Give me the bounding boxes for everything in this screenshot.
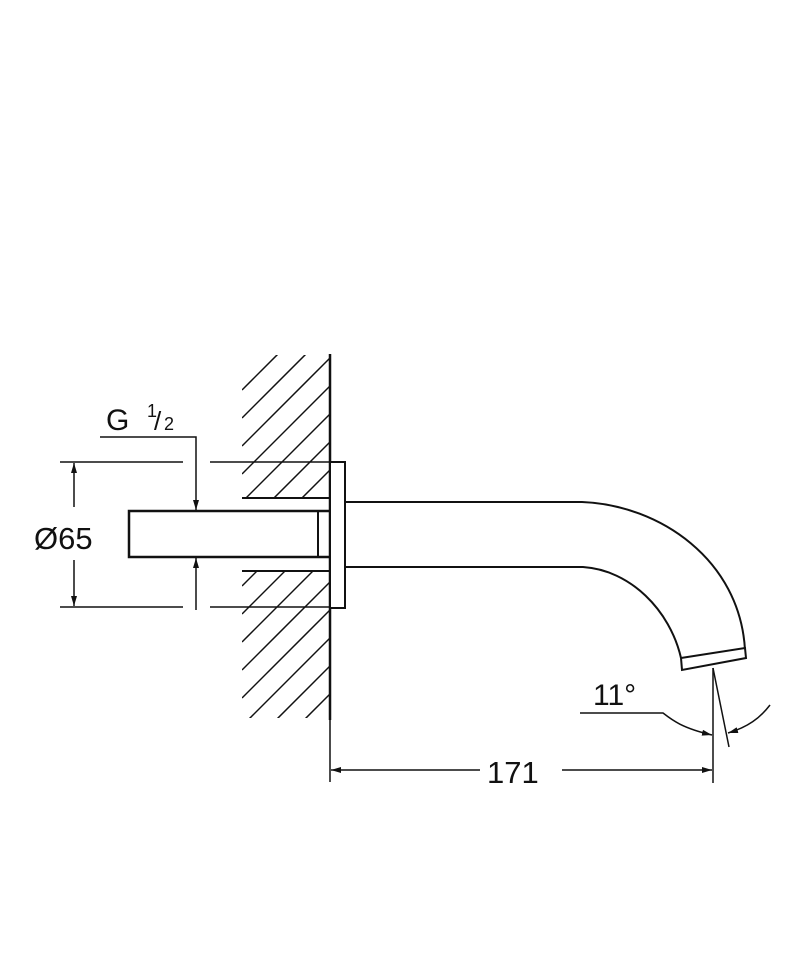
projection-dimension (329, 668, 714, 783)
thread-label-g: G (106, 404, 129, 437)
wall-rosette (329, 461, 346, 609)
spout-upper-contour (345, 501, 746, 651)
angle-label: 11° (593, 679, 636, 712)
thread-label-slash: / (154, 406, 162, 436)
projection-label: 171 (487, 755, 539, 790)
connector-pipe (127, 509, 332, 559)
diameter-label: Ø65 (34, 521, 93, 556)
angle-dimension (580, 667, 771, 748)
thread-label-numerator: 1 (147, 401, 157, 421)
spout-lower-contour (345, 566, 682, 659)
diameter-dimension (60, 461, 330, 608)
thread-dimension (100, 436, 199, 610)
thread-label-denominator: 2 (164, 414, 174, 434)
spout-aerator (679, 646, 748, 672)
